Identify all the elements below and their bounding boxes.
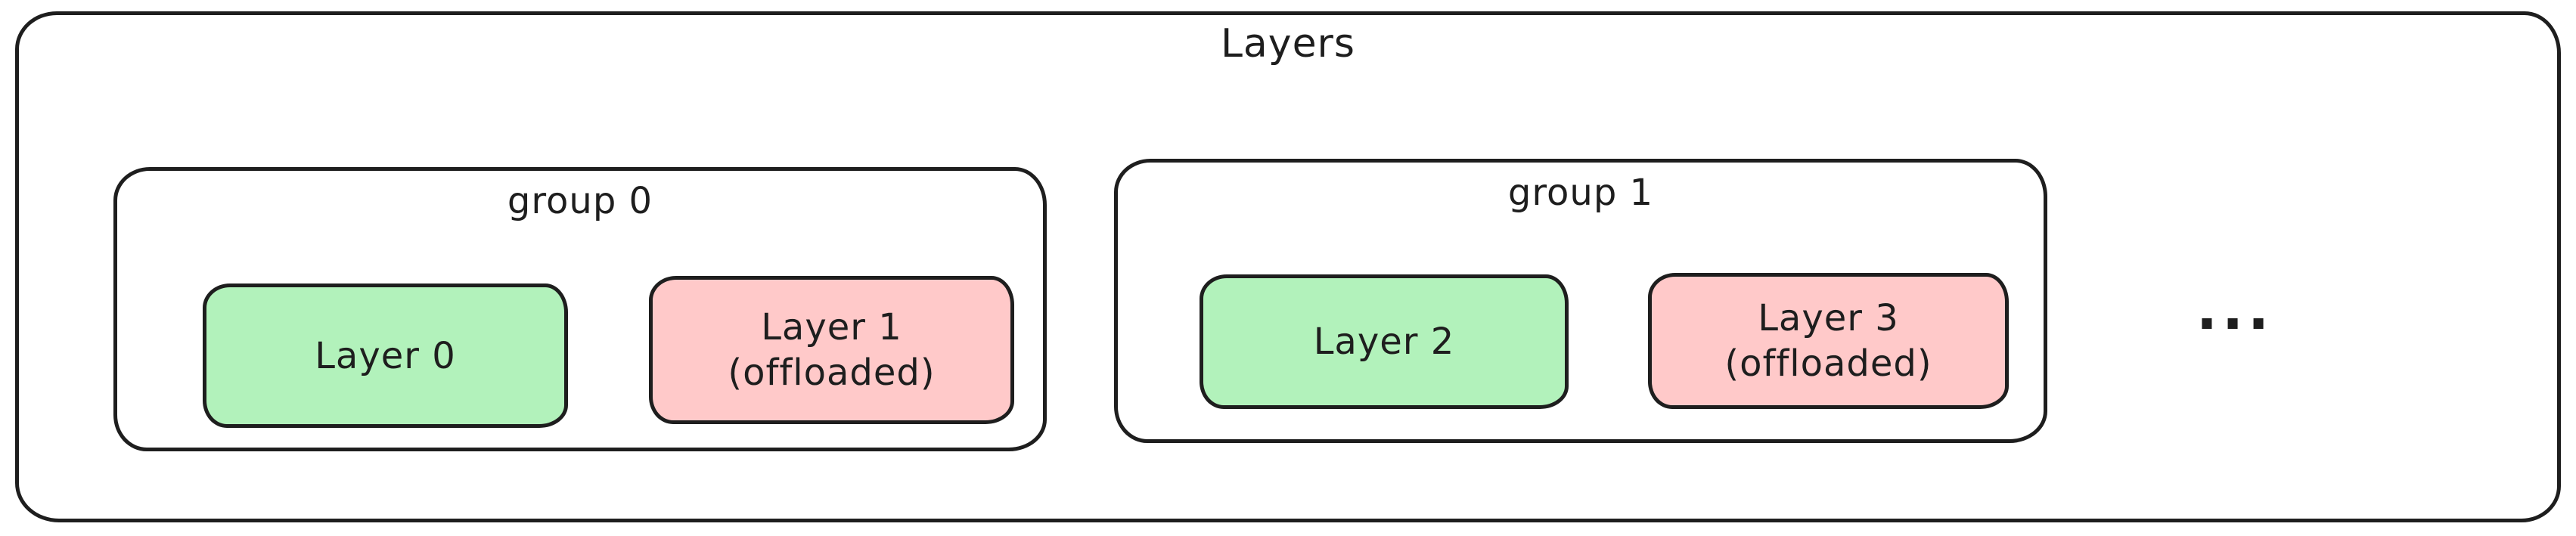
layer-1-box: Layer 1 (offloaded): [649, 276, 1014, 424]
group-0-label: group 0: [507, 180, 653, 222]
group-1-label: group 1: [1507, 172, 1654, 214]
layer-2-label: Layer 2: [1313, 321, 1455, 363]
layer-0-box: Layer 0: [203, 283, 568, 428]
layer-3-sublabel: (offloaded): [1724, 342, 1932, 385]
group-1-box: group 1 Layer 2 Layer 3 (offloaded): [1114, 159, 2047, 443]
layer-2-box: Layer 2: [1200, 274, 1569, 409]
group-0-box: group 0 Layer 0 Layer 1 (offloaded): [113, 167, 1047, 451]
layer-0-label: Layer 0: [315, 334, 456, 377]
layer-3-box: Layer 3 (offloaded): [1648, 273, 2009, 409]
more-groups-ellipsis: ...: [2196, 277, 2274, 342]
layers-title: Layers: [1220, 21, 1356, 67]
layers-outer-box: Layers group 0 Layer 0 Layer 1 (offloade…: [15, 11, 2561, 522]
layer-1-sublabel: (offloaded): [728, 352, 936, 394]
layer-1-label: Layer 1: [761, 306, 902, 349]
layer-3-label: Layer 3: [1758, 297, 1899, 339]
more-groups-ellipsis-container: ...: [2174, 249, 2295, 370]
